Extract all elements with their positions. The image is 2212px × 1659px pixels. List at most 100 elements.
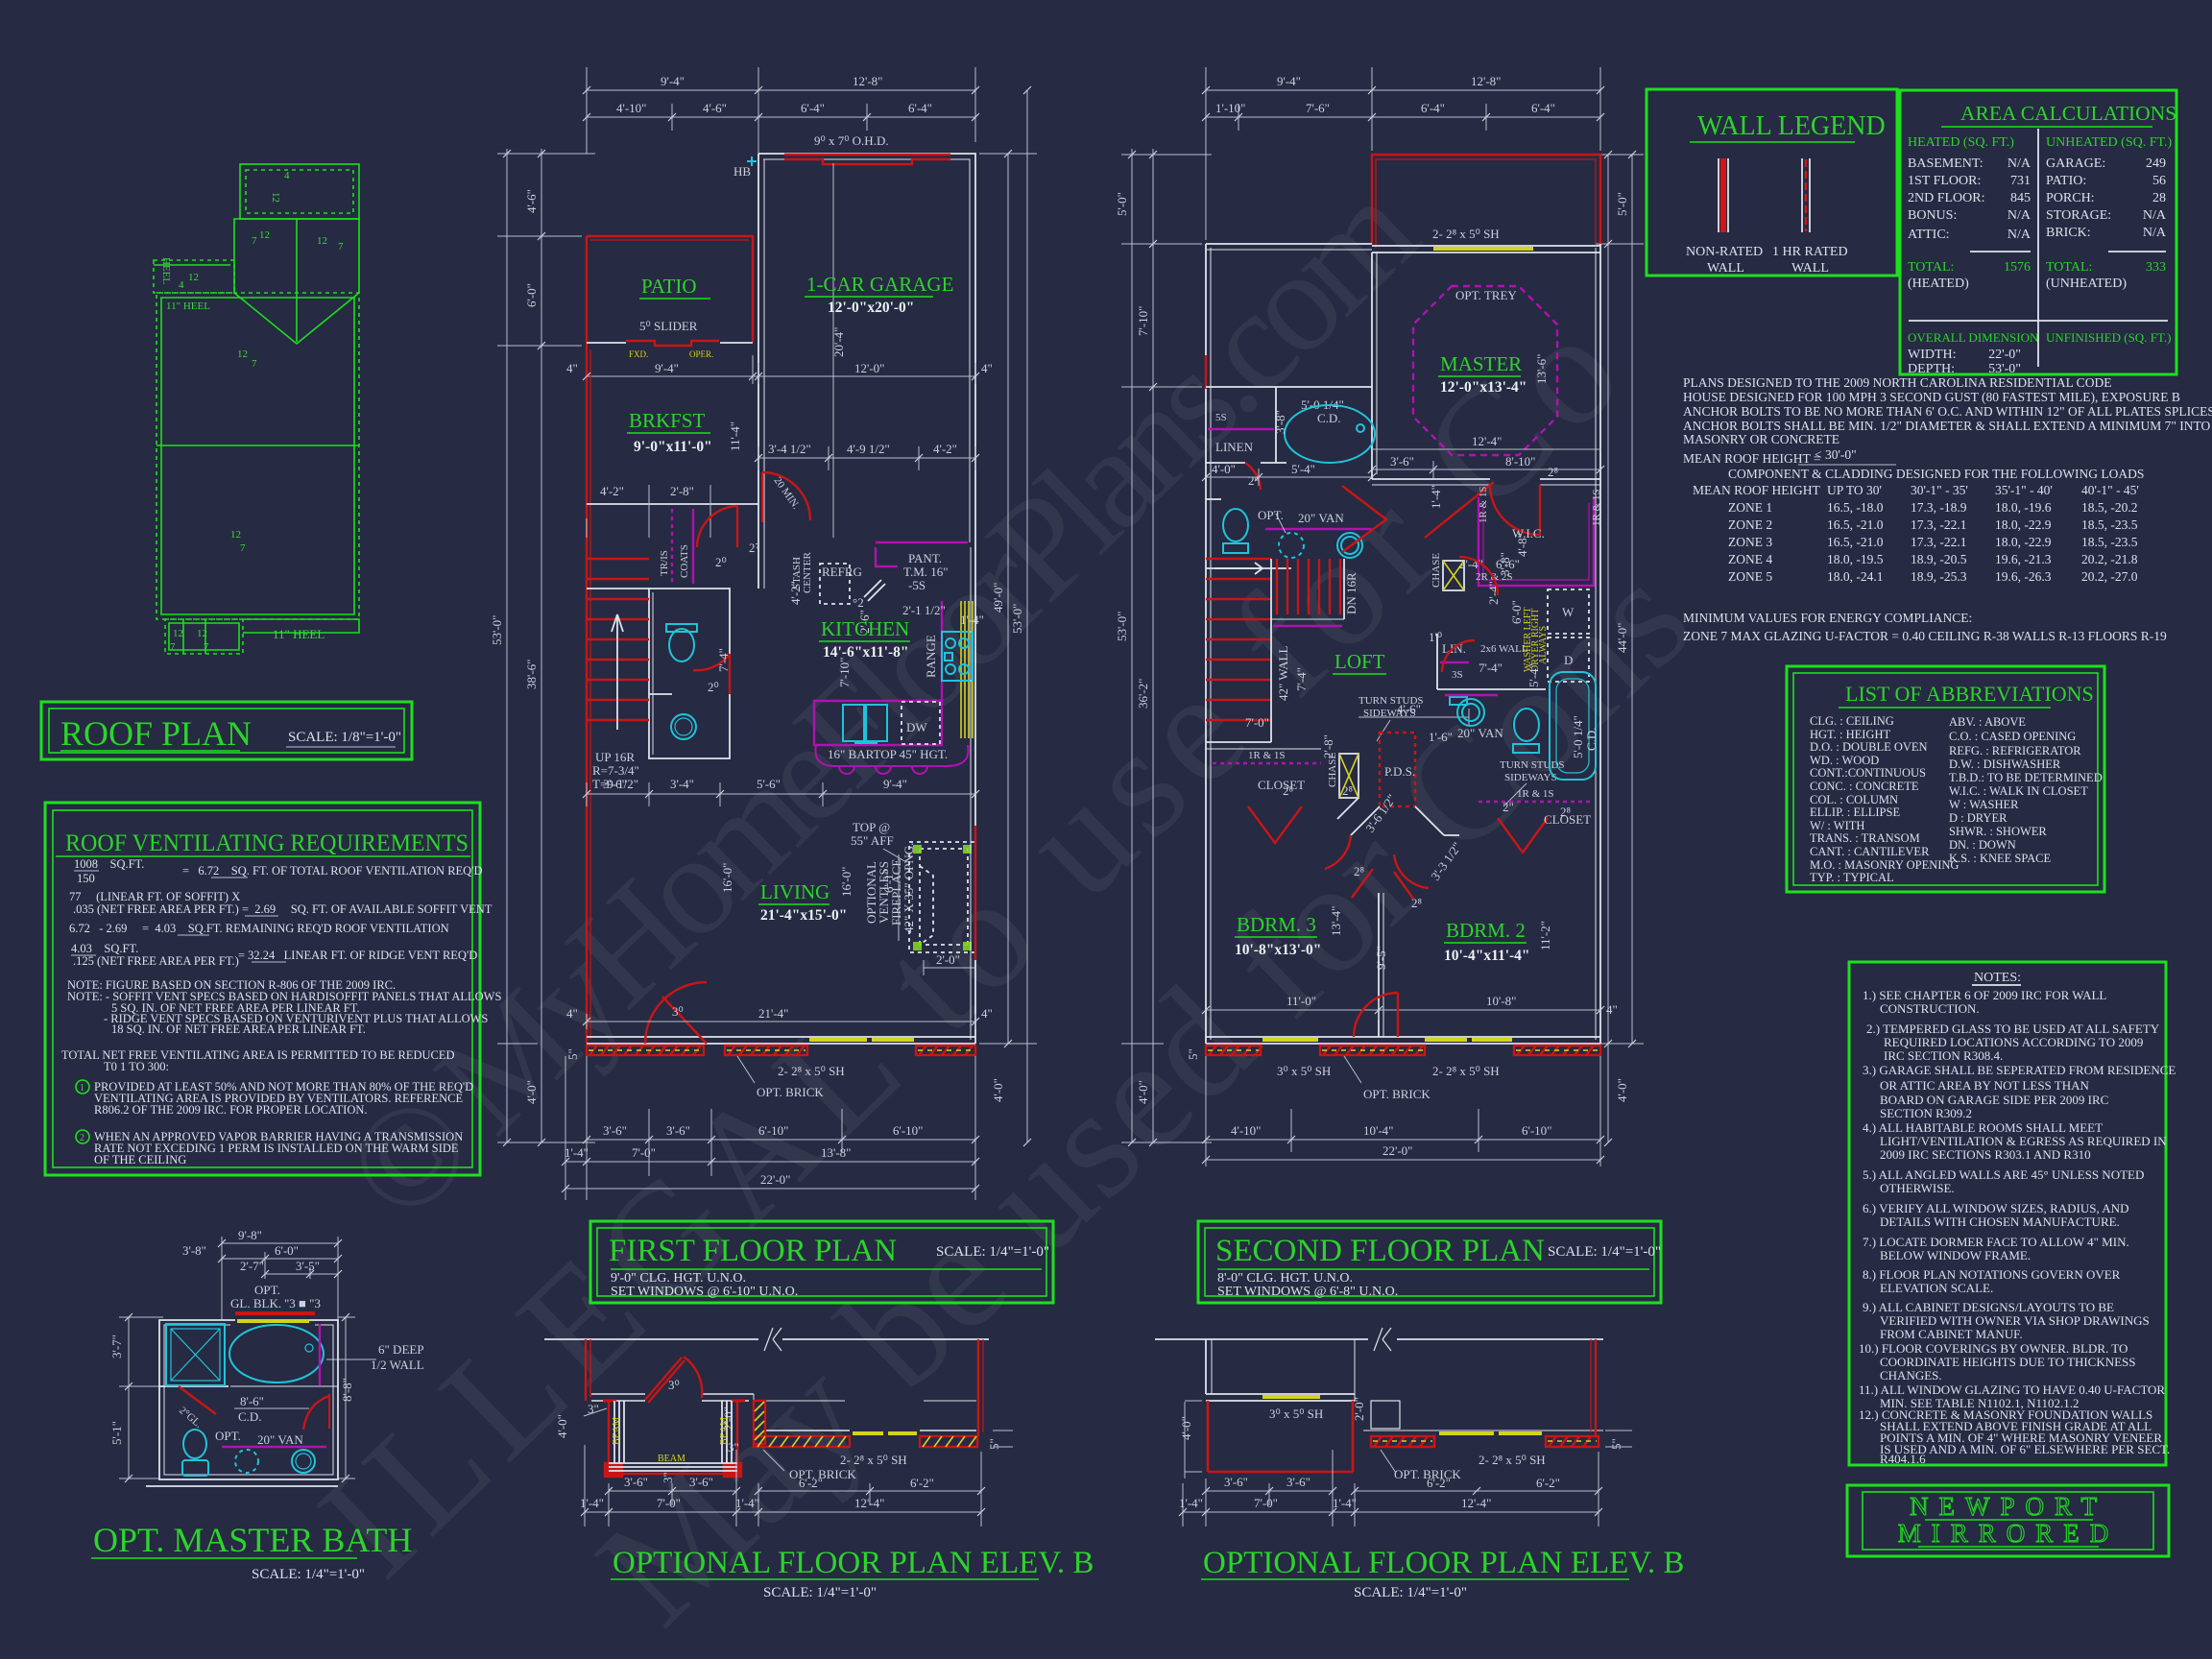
svg-text:4'-10": 4'-10" — [616, 101, 646, 115]
svg-text:2": 2" — [1503, 800, 1514, 814]
svg-text:BELOW WINDOW FRAME.: BELOW WINDOW FRAME. — [1880, 1248, 2031, 1262]
svg-text:16.5, -21.0: 16.5, -21.0 — [1827, 517, 1884, 532]
svg-text:8'-0" CLG. HGT. U.N.O.: 8'-0" CLG. HGT. U.N.O. — [1217, 1271, 1353, 1286]
svg-text:2⁰: 2⁰ — [715, 555, 727, 569]
svg-text:STORAGE:: STORAGE: — [2046, 208, 2111, 223]
svg-text:9⁰ x 7⁰ O.H.D.: 9⁰ x 7⁰ O.H.D. — [814, 133, 889, 148]
svg-text:CHASE: CHASE — [1327, 753, 1338, 787]
svg-text:12'-4": 12'-4" — [854, 1496, 884, 1510]
svg-text:6'-2": 6'-2" — [799, 1476, 823, 1490]
svg-text:3'-6": 3'-6" — [1286, 1475, 1310, 1489]
svg-text:6'-0": 6'-0" — [524, 283, 539, 307]
svg-text:NON-RATED: NON-RATED — [1686, 245, 1763, 259]
svg-text:6'-1": 6'-1" — [881, 869, 896, 893]
svg-text:1'-4": 1'-4" — [580, 1496, 604, 1510]
svg-text:MASTER: MASTER — [1440, 352, 1522, 375]
svg-text:1R & 1S: 1R & 1S — [1591, 489, 1602, 526]
svg-text:3'-6": 3'-6" — [689, 1475, 713, 1489]
svg-text:BEAM: BEAM — [658, 1454, 685, 1464]
svg-text:6'-2": 6'-2" — [1536, 1476, 1560, 1490]
svg-text:4": 4" — [981, 361, 993, 375]
svg-text:4: 4 — [179, 279, 184, 291]
svg-text:5⁰ SLIDER: 5⁰ SLIDER — [639, 319, 698, 333]
svg-text:PANT.: PANT. — [908, 551, 942, 565]
svg-text:OF THE CEILING: OF THE CEILING — [94, 1153, 186, 1166]
svg-text:OTHERWISE.: OTHERWISE. — [1880, 1181, 1955, 1195]
svg-text:SCALE: 1/4"=1'-0": SCALE: 1/4"=1'-0" — [252, 1567, 365, 1582]
svg-text:TURN STUDS: TURN STUDS — [1358, 695, 1424, 707]
svg-text:LIVING: LIVING — [760, 880, 830, 903]
svg-text:16.5, -21.0: 16.5, -21.0 — [1827, 535, 1884, 549]
svg-text:1R & 1S: 1R & 1S — [1248, 750, 1286, 761]
svg-text:3'-4 1/2": 3'-4 1/2" — [768, 442, 811, 456]
svg-text:6'-6": 6'-6" — [1496, 557, 1520, 571]
svg-text:3'-6": 3'-6" — [603, 777, 627, 791]
svg-text:12'-8": 12'-8" — [853, 74, 882, 88]
svg-text:W : WASHER: W : WASHER — [1949, 798, 2019, 811]
svg-text:°2: °2 — [853, 595, 864, 610]
svg-text:18.0, -22.9: 18.0, -22.9 — [1995, 517, 2052, 532]
svg-text:CONC. : CONCRETE: CONC. : CONCRETE — [1810, 780, 1919, 793]
svg-text:UP TO 30': UP TO 30' — [1827, 483, 1882, 497]
svg-text:ZONE 4: ZONE 4 — [1728, 552, 1772, 566]
svg-text:7: 7 — [240, 542, 246, 554]
svg-text:2ND FLOOR:: 2ND FLOOR: — [1908, 191, 1985, 205]
svg-text:COORDINATE HEIGHTS DUE TO THIC: COORDINATE HEIGHTS DUE TO THICKNESS — [1880, 1355, 2136, 1369]
svg-text:GARAGE:: GARAGE: — [2046, 156, 2105, 171]
svg-text:5": 5" — [1609, 1438, 1623, 1450]
svg-text:3'-6": 3'-6" — [1390, 454, 1414, 469]
svg-text:22'-0": 22'-0" — [1382, 1143, 1412, 1158]
svg-text:DETAILS WITH CHOSEN MANUFACTUR: DETAILS WITH CHOSEN MANUFACTURE. — [1880, 1214, 2120, 1229]
svg-text:M.O. : MASONRY OPENING: M.O. : MASONRY OPENING — [1810, 858, 1959, 872]
svg-text:4": 4" — [566, 1006, 578, 1021]
svg-text:OPT. TREY: OPT. TREY — [1455, 288, 1517, 302]
svg-text:TOTAL NET FREE VENTILATING ARE: TOTAL NET FREE VENTILATING AREA IS PERMI… — [61, 1048, 455, 1062]
svg-text:9'-4": 9'-4" — [883, 777, 907, 791]
svg-text:OPTIONAL FLOOR PLAN ELEV. B: OPTIONAL FLOOR PLAN ELEV. B — [1203, 1546, 1684, 1580]
svg-text:D.O. : DOUBLE OVEN: D.O. : DOUBLE OVEN — [1810, 740, 1928, 754]
svg-text:18.5, -23.5: 18.5, -23.5 — [2081, 517, 2138, 532]
svg-text:ALWAYS: ALWAYS — [1538, 626, 1549, 664]
svg-text:56: 56 — [2152, 174, 2166, 188]
svg-text:CLG. : CEILING: CLG. : CEILING — [1810, 714, 1894, 728]
svg-text:ANCHOR BOLTS SHALL BE MIN. 1/2: ANCHOR BOLTS SHALL BE MIN. 1/2" DIAMETER… — [1683, 419, 2211, 433]
svg-text:3⁰ x 5⁰ SH: 3⁰ x 5⁰ SH — [1269, 1407, 1323, 1421]
svg-text:7'-0": 7'-0" — [1254, 1496, 1278, 1510]
svg-text:RANGE: RANGE — [924, 635, 938, 678]
svg-text:DW: DW — [906, 720, 927, 734]
svg-text:HB: HB — [733, 164, 751, 179]
svg-text:9.) ALL CABINET DESIGNS/LAYOUT: 9.) ALL CABINET DESIGNS/LAYOUTS TO BE — [1863, 1300, 2114, 1314]
svg-text:OPT. BRICK: OPT. BRICK — [757, 1085, 824, 1099]
svg-text:8'-6": 8'-6" — [240, 1394, 264, 1408]
svg-text:1'-4": 1'-4" — [565, 1145, 589, 1160]
svg-text:P.D.S.: P.D.S. — [1384, 764, 1415, 779]
svg-text:MEAN ROOF HEIGHT =: MEAN ROOF HEIGHT = — [1683, 451, 1821, 466]
svg-text:12: 12 — [230, 529, 241, 541]
svg-text:3.) GARAGE SHALL BE SEPERATED: 3.) GARAGE SHALL BE SEPERATED FROM RESID… — [1863, 1063, 2176, 1077]
svg-text:6'-0": 6'-0" — [275, 1243, 299, 1258]
svg-text:16.5, -18.0: 16.5, -18.0 — [1827, 500, 1884, 515]
svg-text:4'-0": 4'-0" — [524, 1080, 539, 1104]
svg-text:5.) ALL ANGLED WALLS ARE 45° U: 5.) ALL ANGLED WALLS ARE 45° UNLESS NOTE… — [1863, 1167, 2144, 1182]
svg-text:KITCHEN: KITCHEN — [821, 617, 909, 640]
svg-text:DN. : DOWN: DN. : DOWN — [1949, 838, 2016, 852]
svg-text:T.B.D.: TO BE DETERMINED: T.B.D.: TO BE DETERMINED — [1949, 771, 2103, 784]
svg-text:10'-4": 10'-4" — [1363, 1123, 1393, 1138]
svg-text:22'-0": 22'-0" — [1988, 348, 2021, 362]
svg-text:5'-0": 5'-0" — [1615, 192, 1629, 216]
svg-text:SHWR. : SHOWER: SHWR. : SHOWER — [1949, 825, 2047, 838]
svg-text:W/ : WITH: W/ : WITH — [1810, 819, 1864, 832]
svg-text:COMPONENT & CLADDING DESIGNED: COMPONENT & CLADDING DESIGNED FOR THE FO… — [1728, 467, 2144, 481]
svg-text:- RIDGE VENT SPECS BASED ON VE: - RIDGE VENT SPECS BASED ON VENTURIVENT … — [104, 1012, 488, 1025]
svg-text:UNHEATED (SQ. FT.): UNHEATED (SQ. FT.) — [2046, 135, 2173, 150]
svg-text:4'-2": 4'-2" — [600, 484, 624, 498]
svg-text:CHANGES.: CHANGES. — [1880, 1368, 1942, 1382]
svg-text:3": 3" — [728, 1440, 739, 1455]
svg-text:4'-0": 4'-0" — [1615, 1078, 1629, 1102]
svg-text:2⁷: 2⁷ — [749, 541, 759, 555]
svg-text:1'-4": 1'-4" — [735, 1496, 759, 1510]
svg-text:10'-8"x13'-0": 10'-8"x13'-0" — [1235, 942, 1321, 958]
svg-text:4'-0": 4'-0" — [1179, 1416, 1193, 1440]
svg-text:17.3, -22.1: 17.3, -22.1 — [1911, 517, 1967, 532]
svg-text:4'-2": 4'-2" — [933, 442, 957, 456]
